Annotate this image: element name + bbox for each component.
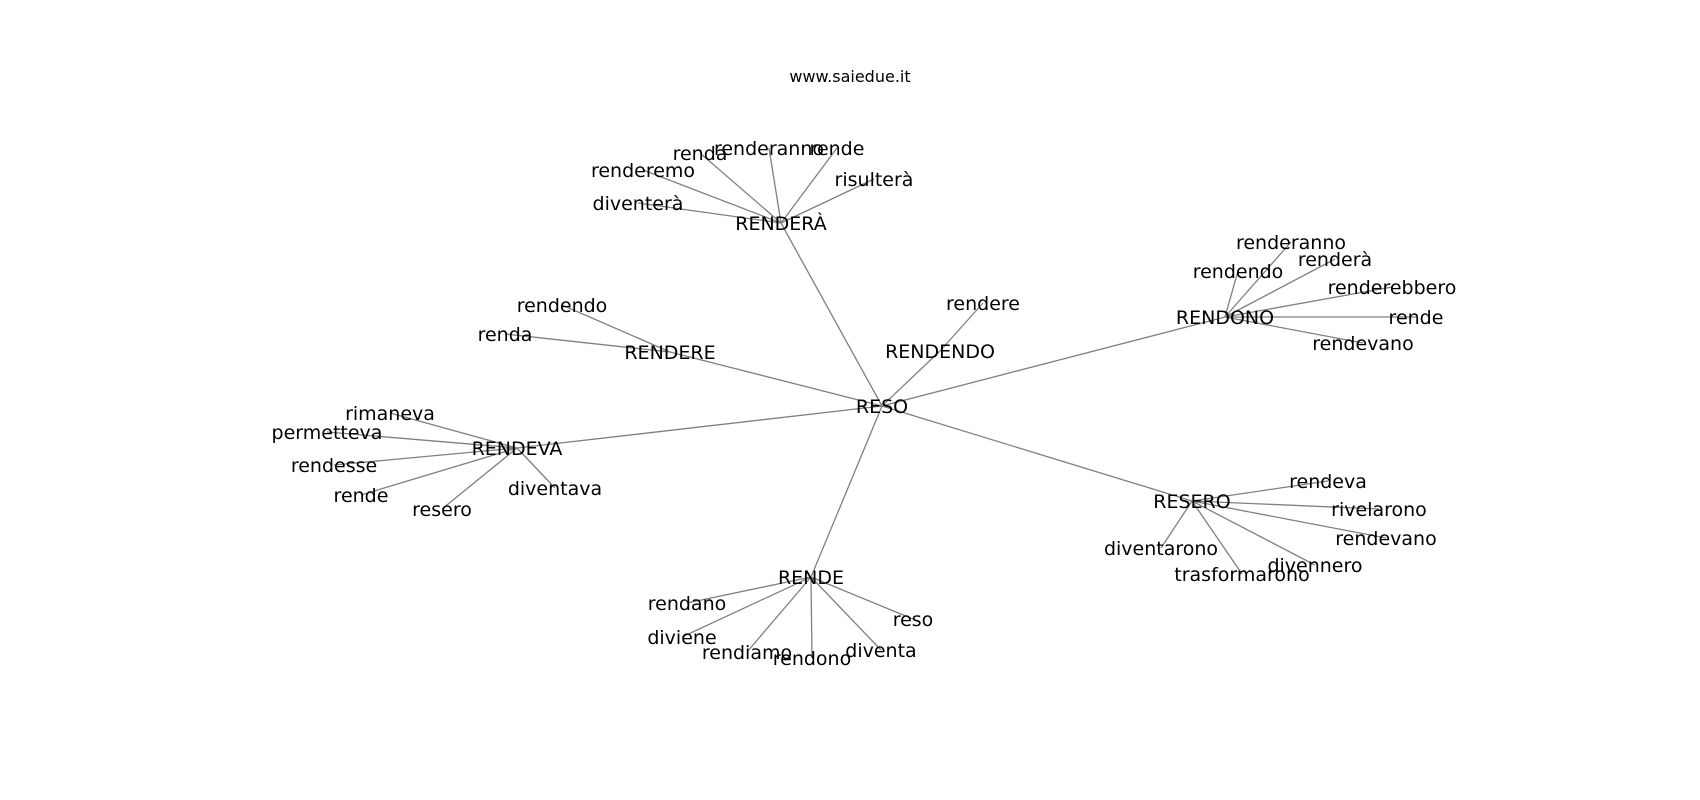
edge-hub-leaf (642, 169, 782, 224)
edge-hub-leaf (768, 147, 782, 224)
leaf-node-label: renderemo (591, 160, 695, 182)
edge-hub-leaf (810, 576, 882, 651)
labels-layer: RESORENDERÀrendarenderannorenderenderemo… (272, 138, 1457, 670)
leaf-node-label: rendiamo (702, 642, 792, 664)
leaf-node-label: rendevano (1312, 333, 1413, 355)
edge-hub-leaf (1191, 480, 1329, 502)
hub-node-label: RENDENDO (885, 341, 995, 363)
edge-hub-leaf (699, 152, 782, 224)
edge-center-hub (881, 405, 1193, 502)
edge-hub-leaf (810, 576, 914, 620)
leaf-node-label: rendendo (1193, 261, 1284, 283)
leaf-node-label: rimaneva (345, 403, 435, 425)
edge-hub-leaf (1224, 270, 1239, 318)
diagram-title: www.saiedue.it (789, 67, 910, 86)
edge-hub-leaf (516, 447, 556, 489)
edges-layer (326, 147, 1416, 659)
leaf-node-label: rende (334, 485, 389, 507)
hub-node-label: RENDE (778, 567, 844, 589)
edge-hub-leaf (1160, 500, 1193, 549)
edge-center-hub (881, 316, 1226, 407)
leaf-node-label: rendere (946, 293, 1020, 315)
hub-node-label: RENDONO (1176, 307, 1274, 329)
edge-hub-leaf (1224, 241, 1292, 318)
leaf-node-label: permetteva (272, 422, 383, 444)
leaf-node-label: diviene (647, 627, 716, 649)
leaf-node-label: risulterà (835, 169, 914, 191)
leaf-node-label: renda (673, 143, 728, 165)
center-node-label: RESO (856, 396, 908, 418)
edge-hub-leaf (561, 304, 671, 353)
hub-node-label: RESERO (1153, 491, 1230, 513)
leaf-node-label: rendevano (1335, 528, 1436, 550)
leaf-node-label: rendeva (1289, 471, 1367, 493)
leaf-node-label: rendendo (517, 295, 608, 317)
edge-hub-leaf (637, 202, 782, 224)
edge-hub-leaf (686, 576, 812, 604)
leaf-node-label: reso (893, 609, 934, 631)
edge-hub-leaf (780, 178, 875, 224)
leaf-node-label: trasformarono (1174, 564, 1309, 586)
edge-hub-leaf (939, 302, 984, 352)
edge-hub-leaf (681, 576, 812, 638)
edge-hub-leaf (333, 447, 518, 466)
edge-hub-leaf (780, 147, 838, 224)
hub-node-label: RENDEVA (472, 438, 563, 460)
leaf-node-label: divennero (1267, 555, 1362, 577)
leaf-node-label: rivelarono (1331, 499, 1427, 521)
leaf-node-label: renderanno (1236, 232, 1346, 254)
edge-center-hub (516, 405, 883, 449)
edge-center-hub (881, 350, 941, 407)
edge-hub-leaf (746, 576, 812, 653)
edge-hub-leaf (389, 412, 518, 449)
leaf-node-label: diventerà (593, 193, 684, 215)
hub-node-label: RENDERE (624, 342, 715, 364)
leaf-node-label: renda (478, 324, 533, 346)
edge-hub-leaf (326, 431, 518, 449)
edge-hub-leaf (441, 447, 518, 510)
leaf-node-label: renderebbero (1328, 277, 1457, 299)
edge-hub-leaf (360, 447, 518, 496)
edge-hub-leaf (1191, 500, 1387, 539)
leaf-node-label: diventarono (1104, 538, 1218, 560)
leaf-node-label: rende (810, 138, 865, 160)
edge-center-hub (810, 405, 883, 578)
hub-node-label: RENDERÀ (735, 212, 826, 235)
leaf-node-label: rendano (648, 593, 727, 615)
leaf-node-label: resero (412, 499, 472, 521)
edge-center-hub (780, 222, 883, 407)
edge-hub-leaf (1191, 500, 1380, 510)
leaf-node-label: rendesse (291, 455, 377, 477)
leaf-node-label: diventa (845, 640, 916, 662)
edge-hub-leaf (1191, 500, 1316, 566)
edge-hub-leaf (1191, 500, 1243, 575)
edge-center-hub (669, 351, 883, 407)
leaf-node-label: rendono (773, 648, 851, 670)
leaf-node-label: renderà (1298, 249, 1372, 271)
edge-hub-leaf (810, 576, 813, 659)
leaf-node-label: renderanno (714, 138, 824, 160)
edge-hub-leaf (1224, 286, 1393, 318)
edge-hub-leaf (1224, 316, 1364, 344)
leaf-node-label: diventava (508, 478, 602, 500)
edge-hub-leaf (504, 333, 671, 353)
edge-hub-leaf (1224, 258, 1336, 318)
leaf-node-label: rende (1389, 307, 1444, 329)
